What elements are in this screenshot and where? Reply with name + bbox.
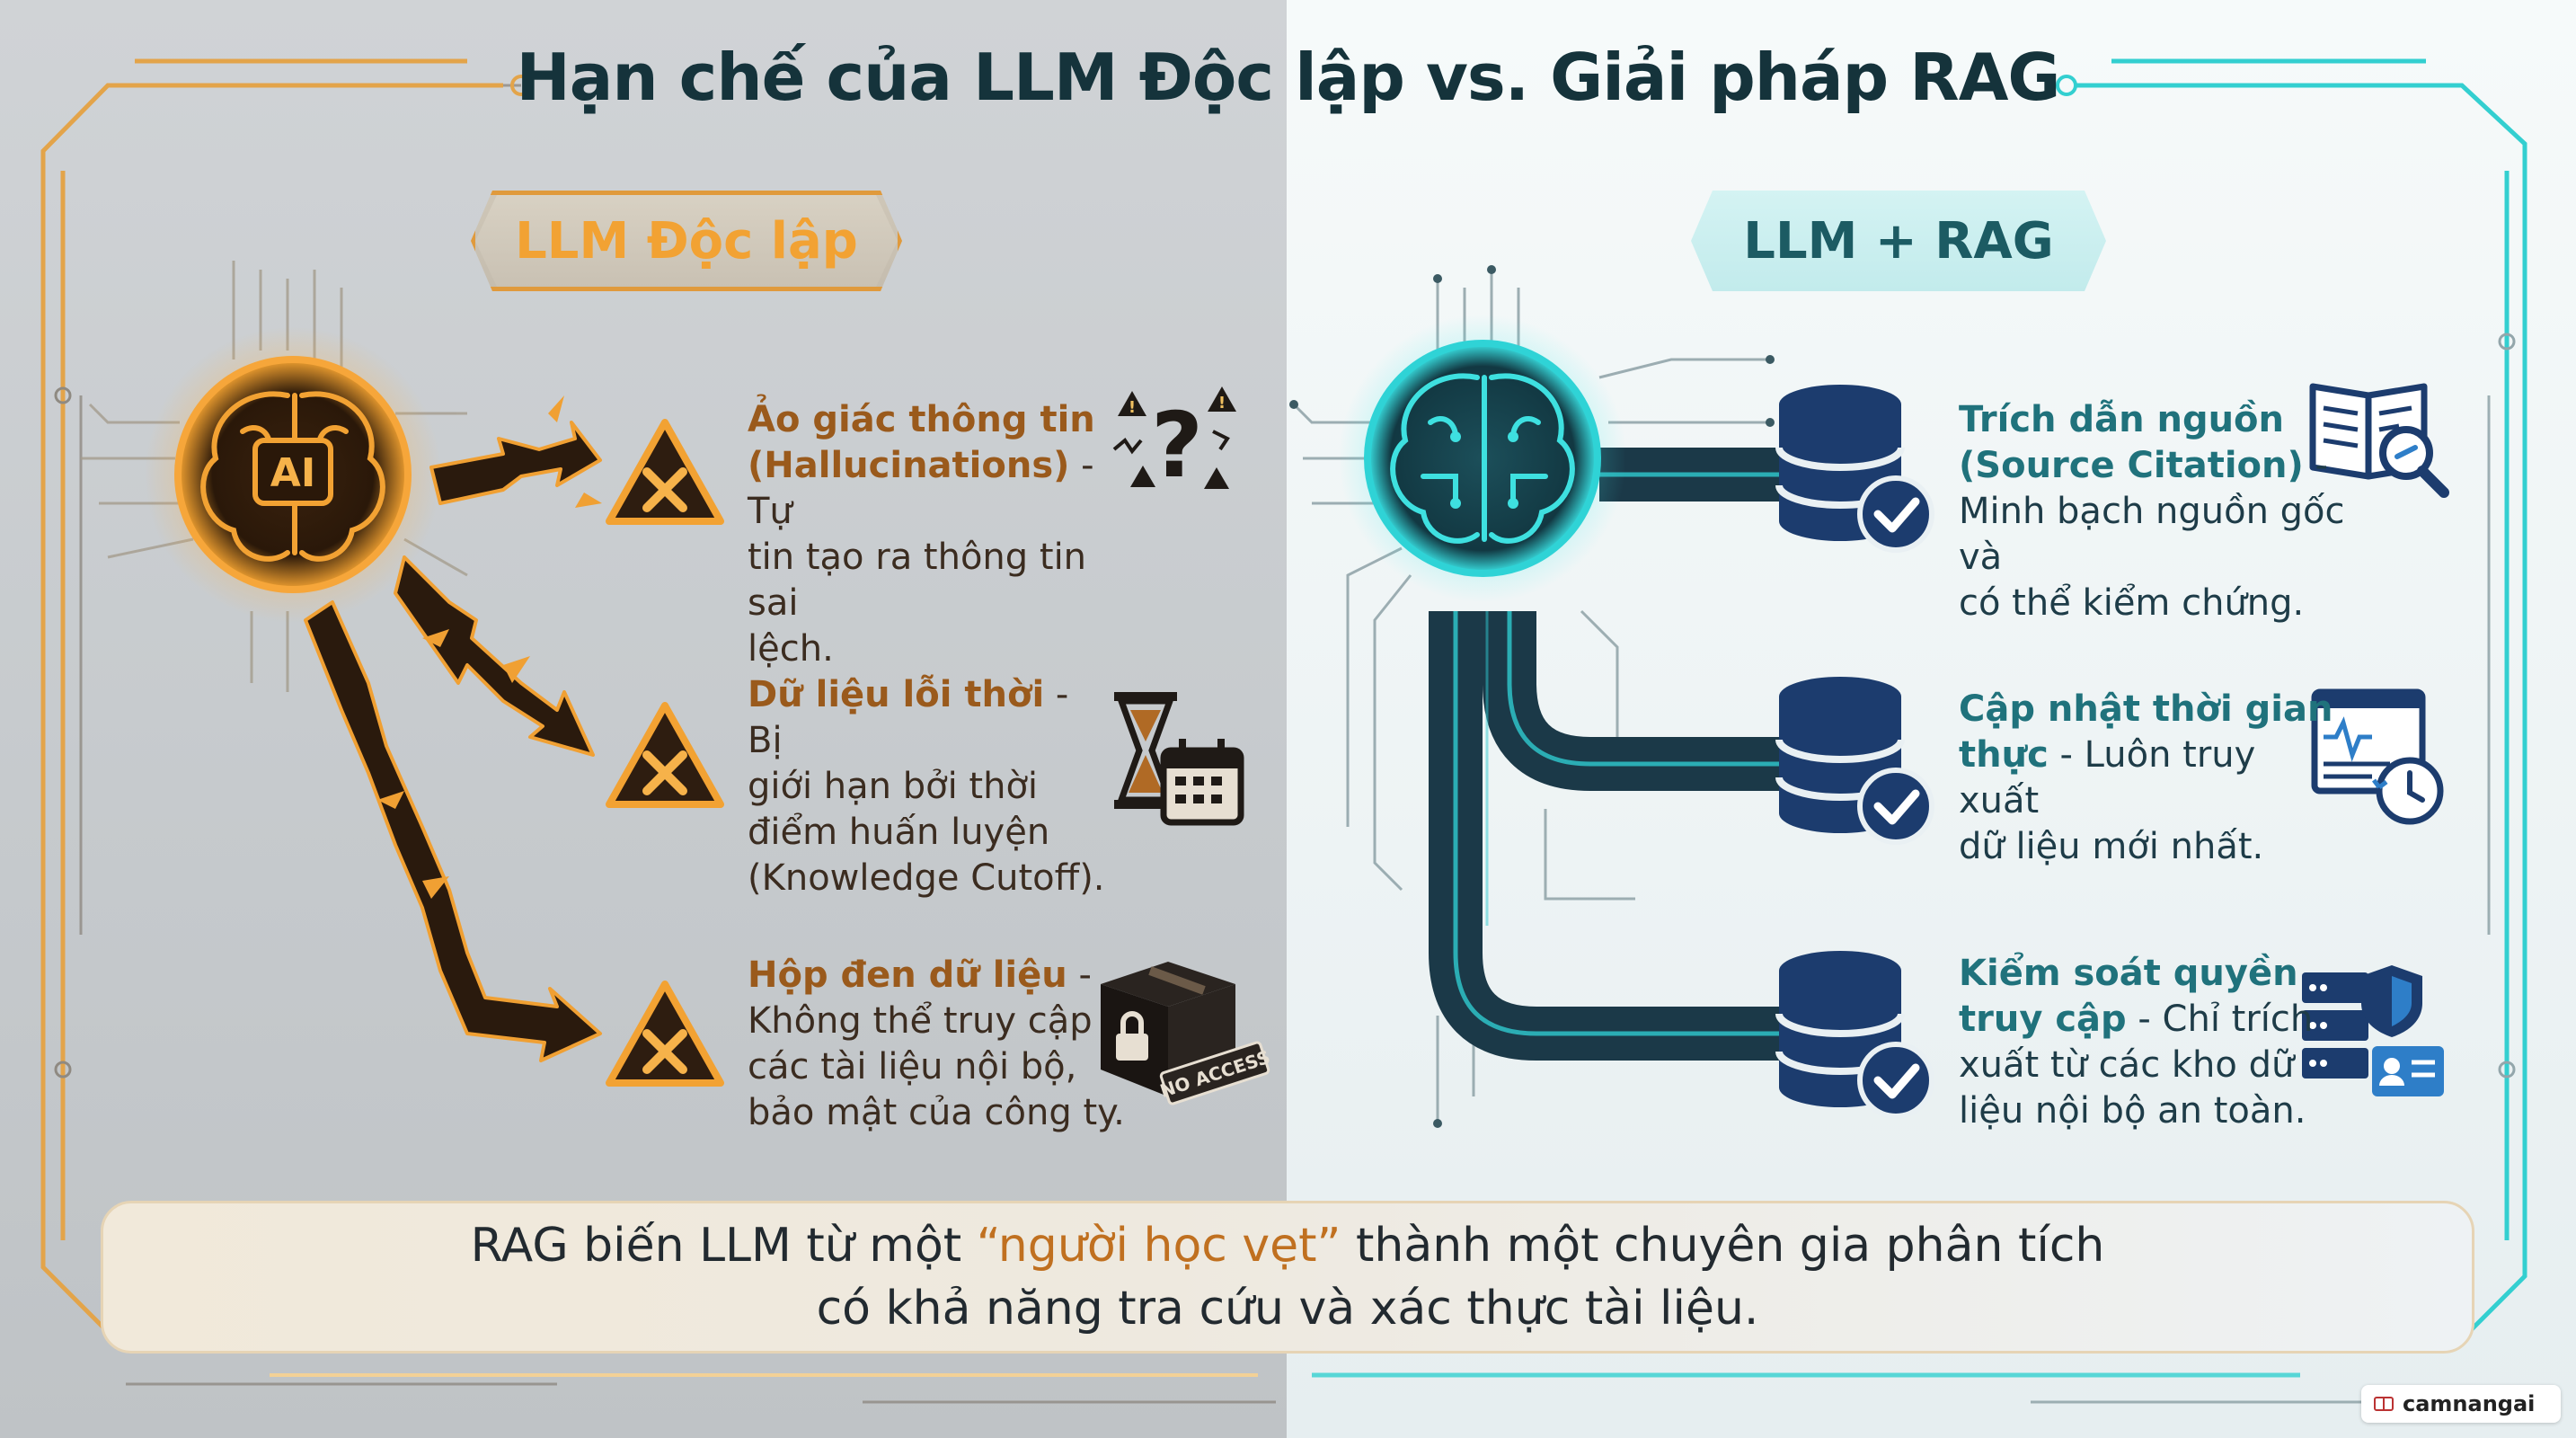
item-desc: xuất từ các kho dữ xyxy=(1959,1044,2295,1086)
item-desc: - xyxy=(1067,954,1092,996)
data-pipes xyxy=(1429,448,1788,1061)
item-title: (Source Citation) xyxy=(1959,445,2304,486)
header-llm-rag-label: LLM + RAG xyxy=(1743,211,2054,271)
right-item-access-control: Kiểm soát quyền truy cập - Chỉ trích xuấ… xyxy=(1959,951,2336,1134)
item-desc: Minh bạch nguồn gốc và xyxy=(1959,491,2345,578)
watermark-badge: camnangai xyxy=(2361,1385,2561,1423)
summary-text: RAG biến LLM từ một xyxy=(470,1219,977,1273)
broken-arrows xyxy=(304,421,602,1062)
item-desc: điểm huấn luyện xyxy=(748,812,1050,853)
ai-brain-icon: AI xyxy=(145,326,441,623)
monitor-clock-icon xyxy=(2311,688,2444,825)
hourglass-calendar-icon xyxy=(1114,692,1244,826)
summary-line-2: có khả năng tra cứu và xác thực tài liệu… xyxy=(816,1282,1759,1336)
server-shield-icon xyxy=(2302,965,2444,1096)
item-desc: - Luôn truy xuất xyxy=(1959,734,2256,821)
item-title: Trích dẫn nguồn xyxy=(1959,399,2285,440)
watermark-label: camnangai xyxy=(2403,1391,2536,1416)
left-frame-lines xyxy=(40,58,503,1335)
rag-brain-icon xyxy=(1339,315,1626,602)
svg-text:?: ? xyxy=(1151,393,1203,498)
left-item-data-blackbox: Hộp đen dữ liệu - Không thể truy cập các… xyxy=(748,953,1125,1136)
item-desc: giới hạn bởi thời xyxy=(748,766,1039,807)
item-title: truy cập xyxy=(1959,999,2127,1040)
item-desc: có thể kiểm chứng. xyxy=(1959,582,2305,624)
left-item-hallucinations: Ảo giác thông tin (Hallucinations) - Tự … xyxy=(748,397,1125,672)
header-llm-standalone-label: LLM Độc lập xyxy=(515,211,858,271)
summary-line-1: RAG biến LLM từ một “người học vẹt” thàn… xyxy=(471,1214,2105,1277)
header-llm-rag: LLM + RAG xyxy=(1691,191,2106,291)
question-warning-icon: ? ! ! xyxy=(1112,386,1236,498)
item-title: Kiểm soát quyền xyxy=(1959,953,2298,994)
item-desc: - Bị xyxy=(748,674,1069,761)
item-desc: (Knowledge Cutoff). xyxy=(748,857,1105,899)
item-title: Cập nhật thời gian xyxy=(1959,688,2333,730)
page-title: Hạn chế của LLM Độc lập vs. Giải pháp RA… xyxy=(516,40,2060,115)
header-llm-standalone: LLM Độc lập xyxy=(471,191,902,291)
database-check-icon xyxy=(1775,385,1934,1119)
summary-banner: RAG biến LLM từ một “người học vẹt” thàn… xyxy=(101,1201,2474,1354)
book-icon xyxy=(2374,1397,2394,1411)
item-desc: các tài liệu nội bộ, xyxy=(748,1046,1077,1087)
summary-text: thành một chuyên gia phân tích xyxy=(1341,1219,2105,1273)
item-desc: liệu nội bộ an toàn. xyxy=(1959,1090,2306,1132)
item-title: thực xyxy=(1959,734,2049,776)
item-title: Hộp đen dữ liệu xyxy=(748,954,1067,996)
svg-text:!: ! xyxy=(1129,398,1136,417)
item-desc: - Chỉ trích xyxy=(2126,999,2314,1040)
summary-quote: “người học vẹt” xyxy=(976,1219,1341,1273)
item-desc: dữ liệu mới nhất. xyxy=(1959,826,2264,867)
item-desc: - xyxy=(2303,445,2328,486)
item-desc: Không thể truy cập xyxy=(748,1000,1093,1042)
item-desc: bảo mật của công ty. xyxy=(748,1092,1125,1133)
warning-x-icon xyxy=(606,419,724,1087)
item-desc: - Tự xyxy=(748,445,1094,532)
book-search-icon xyxy=(2309,383,2449,498)
right-item-source-citation: Trích dẫn nguồn (Source Citation) - Minh… xyxy=(1959,397,2381,626)
item-desc: lệch. xyxy=(748,628,834,670)
item-title: (Hallucinations) xyxy=(748,445,1070,486)
ai-brain-label: AI xyxy=(270,450,315,496)
right-item-realtime-update: Cập nhật thời gian thực - Luôn truy xuất… xyxy=(1959,687,2336,870)
item-title: Dữ liệu lỗi thời xyxy=(748,674,1045,715)
item-title: Ảo giác thông tin xyxy=(748,399,1095,440)
svg-text:!: ! xyxy=(1218,394,1226,413)
left-item-outdated-data: Dữ liệu lỗi thời - Bị giới hạn bởi thời … xyxy=(748,672,1107,901)
item-desc: tin tạo ra thông tin sai xyxy=(748,537,1087,624)
locked-box-icon: NO ACCESS xyxy=(1101,962,1272,1105)
